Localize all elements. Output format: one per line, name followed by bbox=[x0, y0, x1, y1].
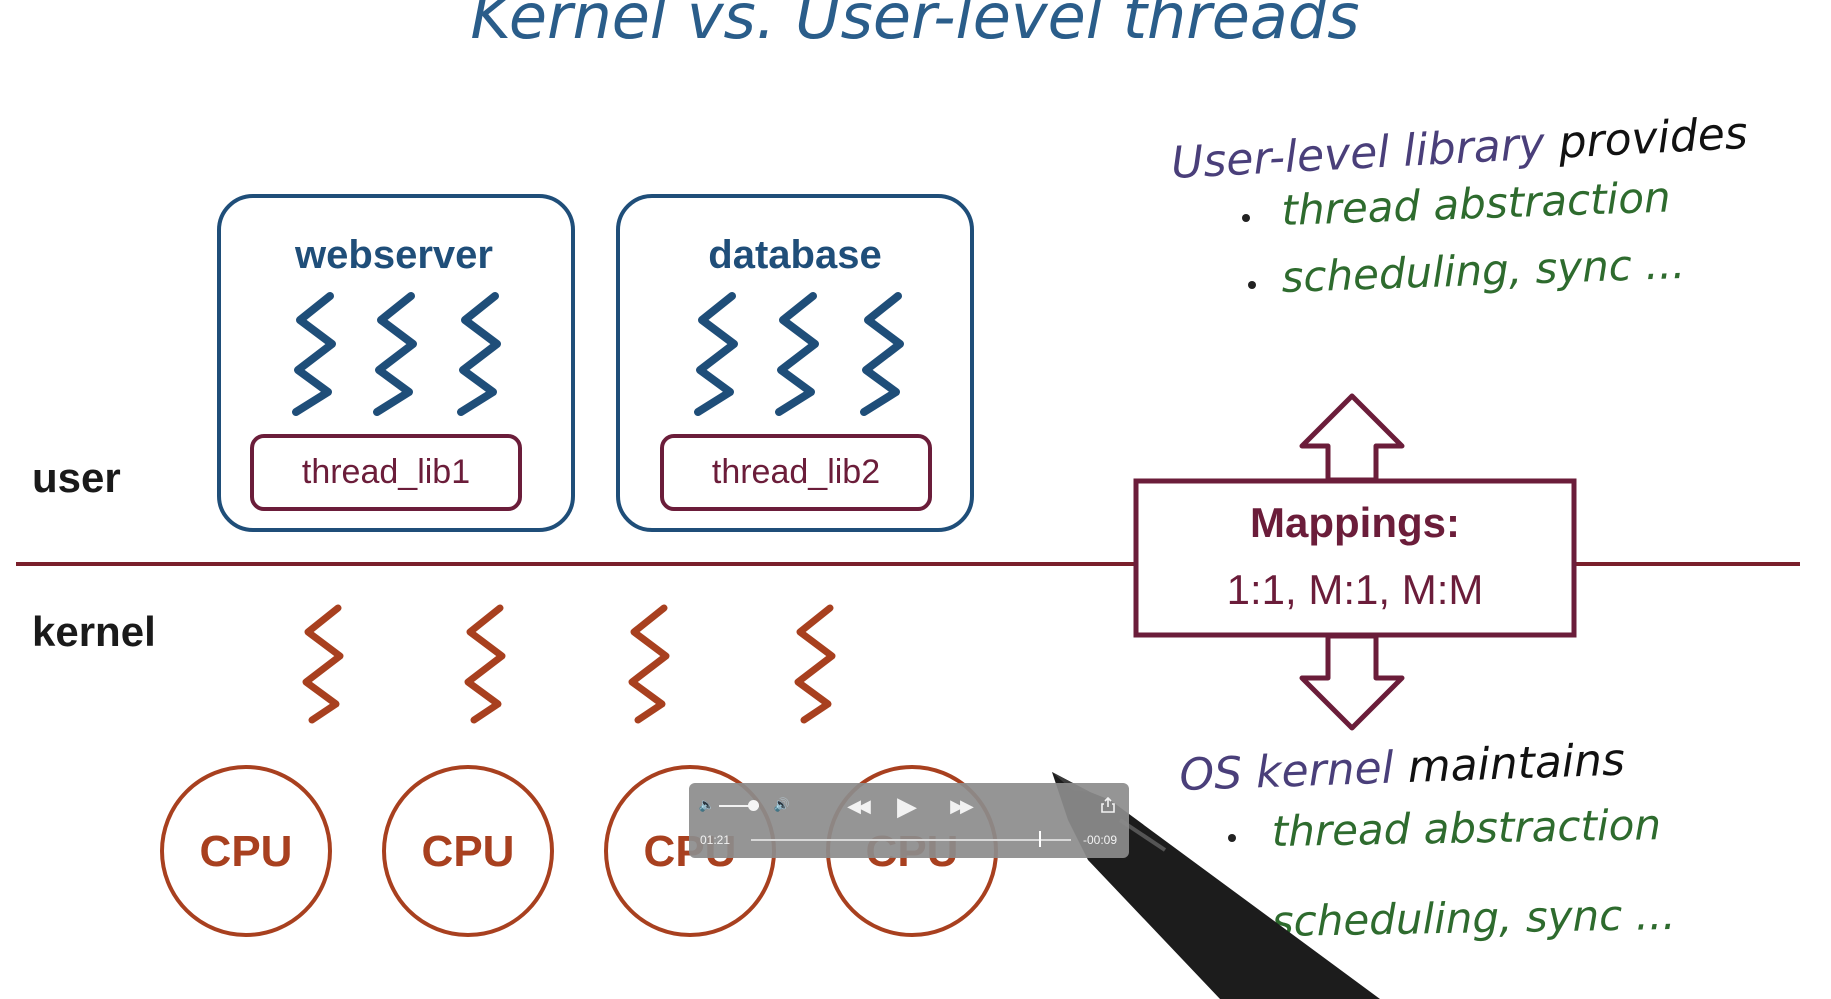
process-name: webserver bbox=[294, 233, 493, 277]
share-icon[interactable] bbox=[1099, 796, 1117, 814]
thread-lib-box bbox=[250, 434, 522, 511]
user-thread-icon bbox=[694, 292, 738, 416]
mappings-values: 1:1, M:1, M:M bbox=[1227, 566, 1484, 613]
bullet-icon bbox=[1242, 214, 1250, 222]
down-arrow-icon bbox=[1299, 633, 1405, 731]
cpu-node: CPU bbox=[382, 765, 554, 937]
note-heading: OS kernel maintains bbox=[1179, 734, 1626, 801]
cpu-label: CPU bbox=[422, 827, 515, 876]
cpu-label: CPU bbox=[200, 827, 293, 876]
fast-forward-icon[interactable]: ▶▶ bbox=[950, 795, 974, 816]
kernel-thread-icon bbox=[302, 604, 344, 724]
kernel-label: kernel bbox=[32, 608, 156, 655]
kernel-notes: OS kernel maintains thread abstraction s… bbox=[1179, 734, 1676, 946]
up-arrow-icon bbox=[1299, 393, 1405, 483]
note-bullet: scheduling, sync ... bbox=[1271, 890, 1676, 946]
user-thread-icon bbox=[860, 292, 904, 416]
volume-slider[interactable] bbox=[719, 805, 759, 807]
volume-low-icon[interactable]: 🔈 bbox=[698, 797, 716, 812]
video-controls: 🔈 🔊 ◀◀ ▶ ▶▶ 01:21 -00:09 bbox=[689, 783, 1129, 858]
user-level-notes: User-level library provides thread abstr… bbox=[1170, 108, 1749, 302]
user-thread-icon bbox=[373, 292, 417, 416]
kernel-thread-icon bbox=[628, 604, 670, 724]
user-label: user bbox=[32, 454, 121, 501]
kernel-thread-icon bbox=[464, 604, 506, 724]
database-process: database thread_lib2 bbox=[616, 194, 974, 532]
volume-high-icon[interactable]: 🔊 bbox=[773, 797, 791, 812]
thread-lib-box bbox=[660, 434, 932, 511]
volume-knob[interactable] bbox=[748, 800, 759, 811]
progress-scrubber[interactable] bbox=[751, 839, 1071, 841]
slide-title: Kernel vs. User-level threads bbox=[470, 0, 1359, 53]
user-thread-icon bbox=[775, 292, 819, 416]
cpu-node: CPU bbox=[160, 765, 332, 937]
note-bullet: thread abstraction bbox=[1271, 800, 1661, 856]
play-icon[interactable]: ▶ bbox=[897, 790, 917, 821]
process-name: database bbox=[708, 233, 881, 277]
time-elapsed: 01:21 bbox=[700, 833, 731, 847]
bullet-icon bbox=[1248, 281, 1256, 289]
scrubber-handle[interactable] bbox=[1039, 831, 1041, 847]
time-remaining: -00:09 bbox=[1082, 833, 1117, 847]
rewind-icon[interactable]: ◀◀ bbox=[847, 795, 871, 816]
mappings-title: Mappings: bbox=[1250, 499, 1460, 546]
note-bullet: scheduling, sync ... bbox=[1281, 239, 1686, 302]
user-thread-icon bbox=[292, 292, 336, 416]
thread-lib-label: thread_lib1 bbox=[302, 453, 470, 491]
mappings-box: Mappings: 1:1, M:1, M:M bbox=[1133, 393, 1577, 731]
webserver-process: webserver thread_lib1 bbox=[217, 194, 575, 532]
bullet-icon bbox=[1228, 834, 1236, 842]
note-bullet: thread abstraction bbox=[1281, 172, 1672, 235]
user-thread-icon bbox=[457, 292, 501, 416]
kernel-thread-icon bbox=[794, 604, 836, 724]
thread-lib-label: thread_lib2 bbox=[712, 453, 880, 491]
